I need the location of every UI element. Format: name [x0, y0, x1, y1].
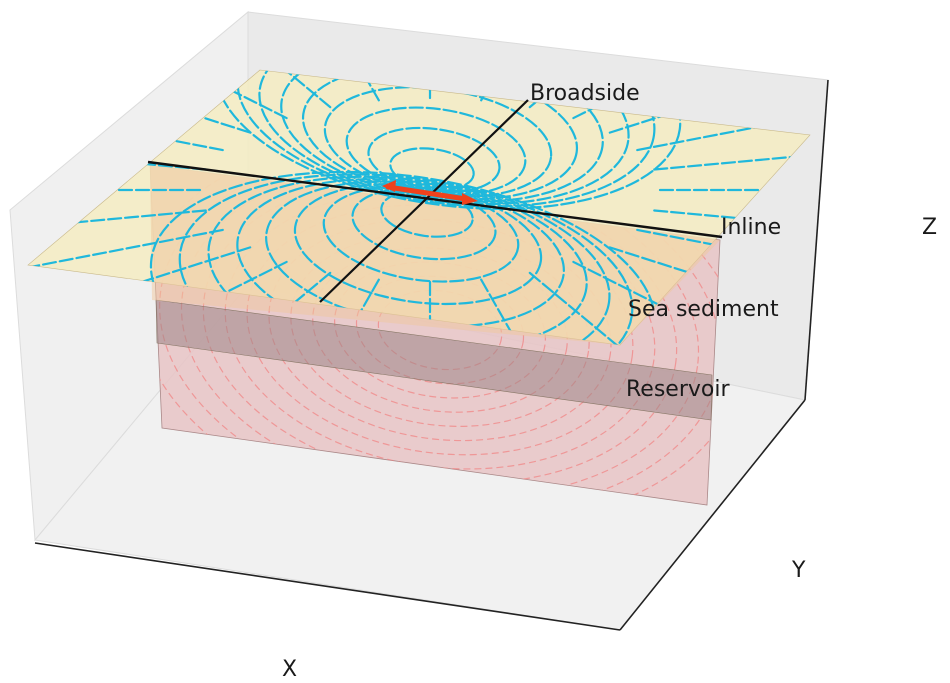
x-axis-label: X — [282, 657, 297, 678]
field-line-lower — [322, 185, 520, 283]
field-line-outer — [636, 105, 810, 152]
x-axis-line — [34, 542, 621, 631]
sea-sediment-label: Sea sediment — [628, 297, 779, 322]
plane-block-overlap — [150, 165, 720, 345]
field-line-outer — [653, 146, 810, 171]
broadside-survey-line — [319, 99, 529, 303]
field-line-outer — [480, 278, 538, 345]
field-line-outer — [322, 70, 380, 102]
reservoir-label: Reservoir — [626, 377, 730, 402]
y-axis-line — [619, 399, 806, 631]
subsurface-field-line — [355, 275, 525, 385]
subsurface-field-line — [246, 204, 634, 456]
field-line-lower — [178, 173, 634, 345]
source-dipole — [382, 180, 478, 205]
inline-label: Inline — [721, 215, 781, 240]
broadside-label: Broadside — [530, 81, 640, 106]
field-line-outer — [528, 271, 640, 345]
seafloor-plane — [27, 69, 811, 346]
z-axis-line — [804, 79, 829, 401]
field-line-outer — [28, 209, 207, 234]
y-axis-label: Y — [791, 558, 806, 583]
reservoir-layer — [155, 299, 713, 421]
field-line-lower — [351, 187, 497, 261]
field-line-upper — [301, 70, 579, 201]
z-axis-label: Z — [922, 215, 937, 240]
field-line-lower — [236, 178, 588, 345]
field-line-lower — [293, 182, 543, 306]
field-line-upper — [214, 70, 682, 210]
field-line-lower — [207, 175, 611, 345]
inline-survey-line — [147, 160, 723, 239]
field-line-outer — [220, 70, 332, 109]
